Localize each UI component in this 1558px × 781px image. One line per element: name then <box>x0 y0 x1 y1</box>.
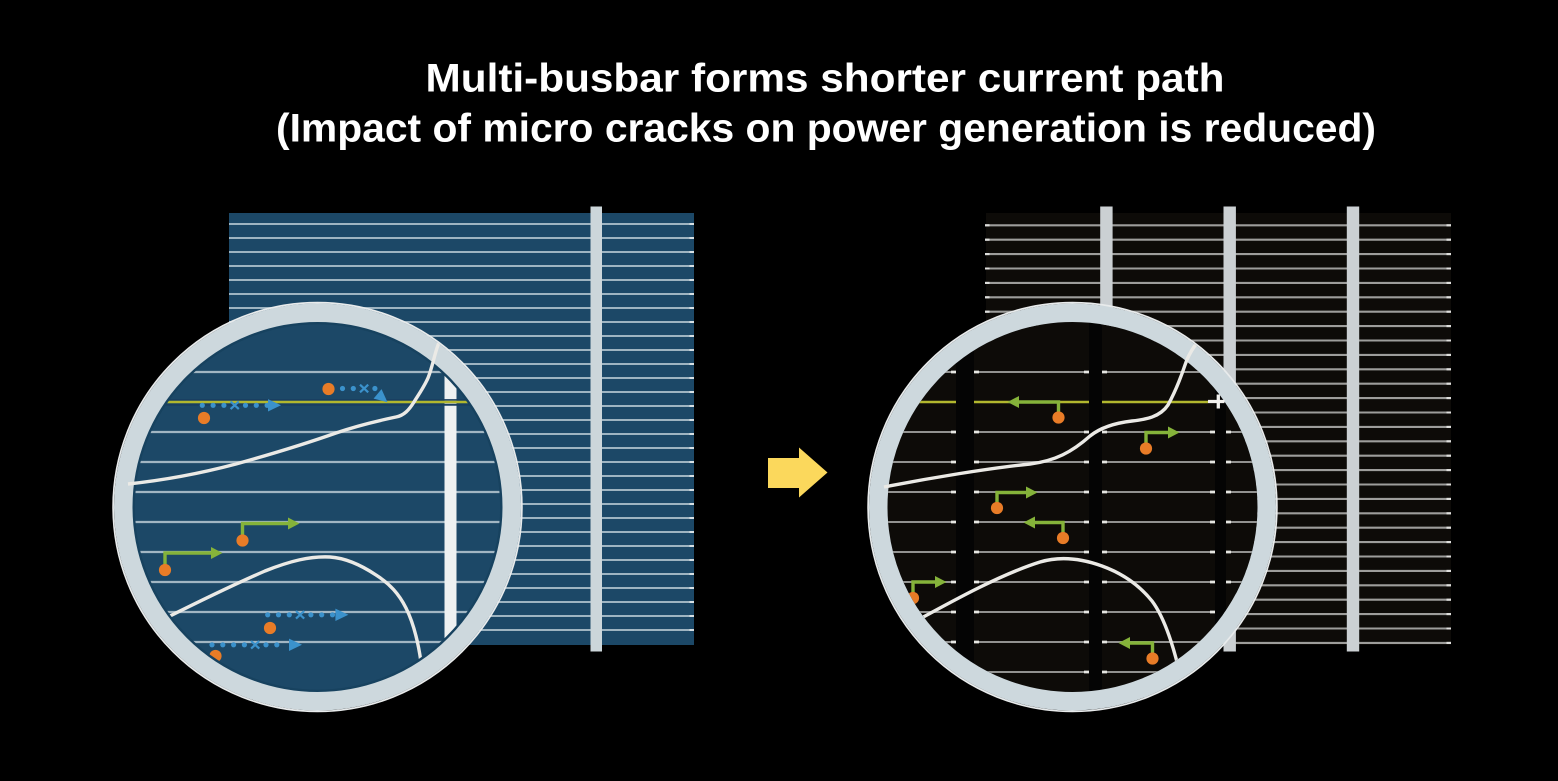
svg-text:(Impact of micro cracks on pow: (Impact of micro cracks on power generat… <box>276 107 1376 151</box>
svg-text:Multi-busbar forms shorter cur: Multi-busbar forms shorter current path <box>426 57 1225 101</box>
